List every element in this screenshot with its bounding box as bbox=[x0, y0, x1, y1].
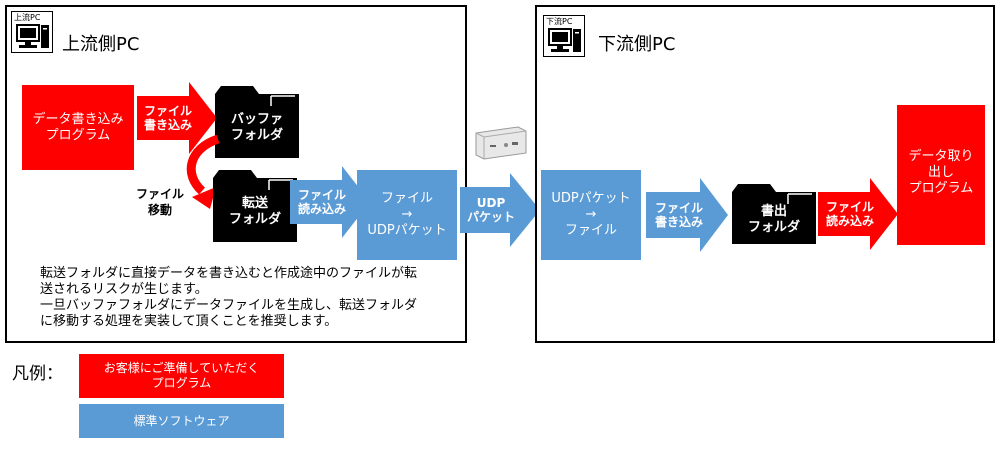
computer-icon bbox=[548, 28, 581, 52]
output-folder: 書出 フォルダ bbox=[732, 182, 816, 244]
transfer-folder-icon bbox=[213, 170, 297, 242]
note-line-2: 送されるリスクが生じます。 bbox=[40, 282, 208, 297]
udp-packet-arrow: UDP パケット bbox=[460, 173, 540, 247]
buffer-folder: バッファ フォルダ bbox=[215, 84, 299, 158]
file-read-arrow: ファイル 読み込み bbox=[290, 166, 370, 238]
file-to-udp-converter: ファイル → UDPパケット bbox=[357, 170, 457, 260]
file-move-arrow bbox=[186, 135, 220, 209]
output-folder-icon bbox=[732, 184, 816, 244]
note-line-4: に移動する処理を実装して頂くことを推奨します。 bbox=[40, 314, 338, 329]
udp-to-file-converter: UDPパケット → ファイル bbox=[541, 170, 641, 260]
file-move-label: ファイル 移動 bbox=[135, 187, 184, 217]
legend-standard-software: 標準ソフトウェア bbox=[79, 404, 284, 438]
file-write-arrow-label: ファイル 書き込み bbox=[143, 104, 192, 132]
downstream-file-read-arrow: ファイル 読み込み bbox=[818, 178, 898, 250]
transfer-folder-label: 転送 フォルダ bbox=[228, 196, 281, 227]
data-write-program: データ書き込み プログラム bbox=[22, 85, 134, 170]
output-folder-label: 書出 フォルダ bbox=[747, 204, 800, 235]
udp-packet-arrow-label: UDP パケット bbox=[466, 196, 515, 224]
file-write-arrow: ファイル 書き込み bbox=[137, 82, 217, 154]
note-line-3: 一旦バッファフォルダにデータファイルを生成し、転送フォルダ bbox=[40, 298, 418, 313]
upstream-pc-tag: 上流PC bbox=[11, 11, 53, 53]
upstream-pc-title: 上流側PC bbox=[62, 34, 140, 55]
downstream-pc-title: 下流側PC bbox=[598, 34, 676, 55]
legend-customer-program: お客様にご準備していただく プログラム bbox=[79, 354, 284, 398]
file-read-arrow-label: ファイル 読み込み bbox=[297, 188, 346, 216]
legend-title: 凡例： bbox=[12, 364, 63, 384]
downstream-pc-tag-text: 下流PC bbox=[546, 17, 573, 26]
downstream-pc-tag: 下流PC bbox=[543, 15, 585, 57]
upstream-pc-tag-text: 上流PC bbox=[14, 13, 41, 22]
buffer-folder-icon bbox=[215, 86, 299, 158]
transfer-folder: 転送 フォルダ bbox=[213, 168, 297, 242]
note-line-1: 転送フォルダに直接データを書き込むと作成途中のファイルが転 bbox=[40, 266, 418, 281]
data-retrieval-program: データ取り 出し プログラム bbox=[897, 105, 985, 245]
data-diode-device-icon bbox=[475, 126, 527, 160]
buffer-folder-label: バッファ フォルダ bbox=[230, 112, 283, 143]
computer-icon bbox=[16, 24, 49, 48]
downstream-file-write-arrow-label: ファイル 書き込み bbox=[654, 201, 703, 229]
downstream-file-read-arrow-label: ファイル 読み込み bbox=[825, 200, 874, 228]
downstream-file-write-arrow: ファイル 書き込み bbox=[646, 178, 728, 252]
